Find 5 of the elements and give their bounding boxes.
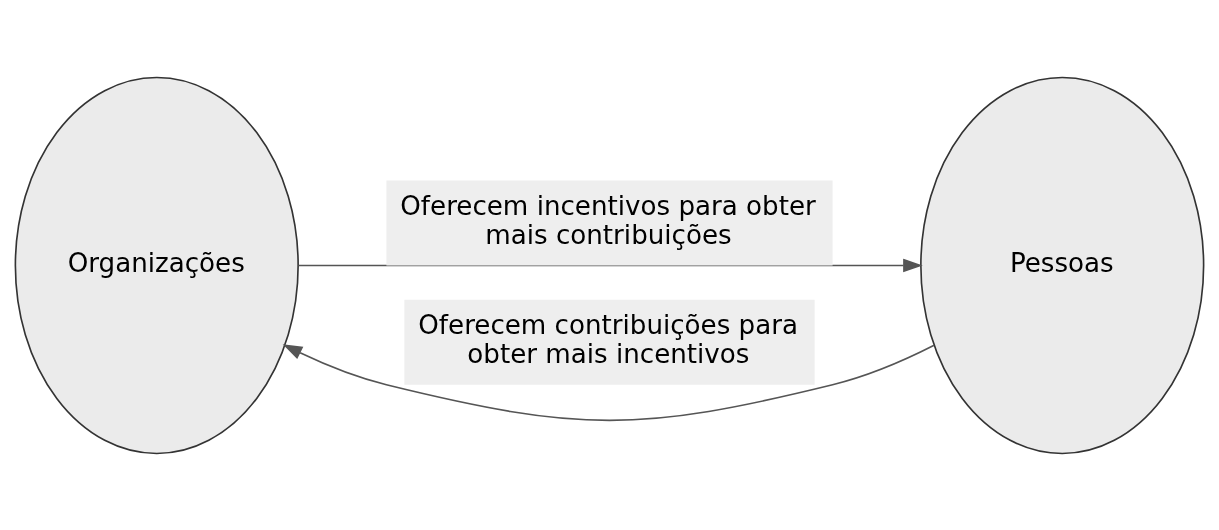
- node-ellipse: Organizações: [14, 76, 299, 454]
- edge-label: Oferecem incentivos para obter mais contribuições: [400, 190, 816, 250]
- edge-label: Oferecem contribuições para obter mais incentivos: [418, 309, 798, 369]
- node-ellipse: Pessoas: [920, 76, 1205, 454]
- arrow: [282, 343, 935, 421]
